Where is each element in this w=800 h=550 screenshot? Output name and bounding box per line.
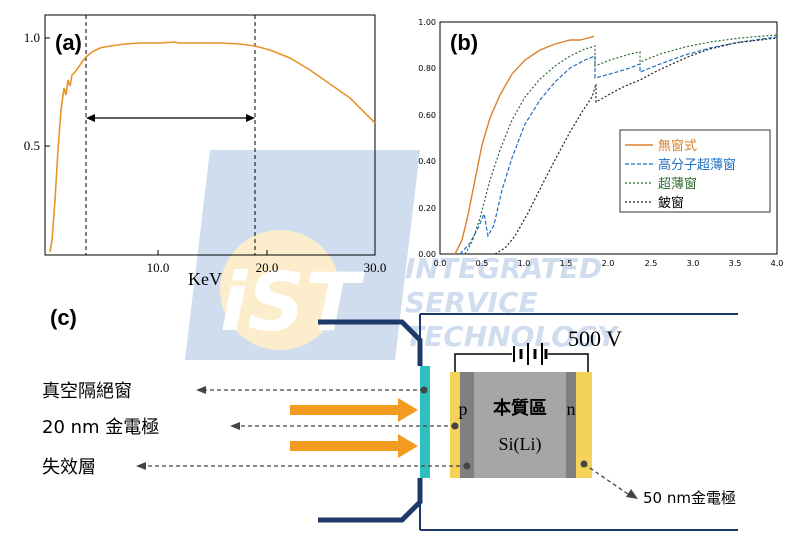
rear-electrode: [576, 372, 592, 478]
panel-b-xtick-25: 2.5: [645, 259, 658, 268]
bias-wire-left: [454, 353, 512, 372]
watermark-line-3: TECHNOLOGY: [405, 320, 620, 353]
label-vacuum-window: 真空隔絕窗: [42, 381, 132, 402]
watermark-sun-icon: [220, 230, 340, 350]
panel-b-curve-polymer-ultrathin: [459, 36, 778, 255]
label-dead-layer: 失效層: [42, 457, 96, 478]
leader-rear-electrode: [580, 460, 638, 499]
panel-b-curve-beryllium: [494, 37, 778, 255]
housing-bottom-wall: [318, 478, 423, 523]
panel-b-ytick-020: 0.20: [418, 204, 436, 213]
panel-a-ytick-label-05: 0.5: [24, 138, 40, 153]
watermark-line-1: INTEGRATED: [405, 252, 602, 285]
panel-a-frame: [44, 14, 376, 256]
p-label: p: [459, 399, 468, 419]
housing-top-wall: [318, 319, 423, 366]
bias-wire-right: [548, 353, 589, 372]
panel-b-legend: 無窗式 高分子超薄窗 超薄窗 鈹窗: [619, 129, 771, 213]
panel-a-arrowhead-left: [86, 114, 95, 122]
panel-b-xtick-35: 3.5: [729, 259, 742, 268]
panel-b-legend-box: [619, 129, 771, 213]
xray-arrow-bottom: [290, 434, 418, 458]
panel-b-frame: [439, 21, 778, 255]
n-label: n: [567, 399, 576, 419]
panel-a: (a) 1.0 0.5 10.0 20.0 30.0 KeV: [24, 14, 387, 289]
material-label: Si(Li): [499, 434, 542, 455]
panel-b-ytick-000: 0.00: [418, 250, 436, 259]
leader-vacuum-window: [196, 386, 428, 394]
panel-b-xtick-10: 1.0: [518, 259, 531, 268]
leader-dead-layer: [136, 462, 471, 470]
watermark-logo-text: iST: [220, 256, 365, 349]
panel-b-xtick-30: 3.0: [687, 259, 700, 268]
panel-a-efficiency-curve: [49, 41, 376, 253]
panel-c-label: (c): [50, 305, 77, 330]
panel-b-curve-ultrathin: [464, 34, 778, 255]
panel-a-arrowhead-right: [246, 114, 255, 122]
bias-voltage: 500 V: [568, 326, 622, 351]
panel-b-ytick-060: 0.60: [418, 111, 436, 120]
panel-a-ytick-label-1: 1.0: [24, 30, 40, 45]
dead-layer: [460, 372, 474, 478]
legend-label-beryllium: 鈹窗: [658, 195, 684, 211]
label-front-electrode: 20 nm 金電極: [42, 417, 159, 438]
xray-arrow-top: [290, 398, 418, 422]
leader-front-electrode: [230, 422, 459, 430]
panel-b-xtick-05: 0.5: [476, 259, 489, 268]
panel-b-xtick-20: 2.0: [602, 259, 615, 268]
label-rear-electrode: 50 nm金電極: [643, 489, 736, 507]
intrinsic-region-label: 本質區: [493, 397, 547, 419]
panel-b-xtick-00: 0.0: [434, 259, 447, 268]
panel-b-xtick-40: 4.0: [771, 259, 784, 268]
panel-b-ytick-080: 0.80: [418, 64, 436, 73]
legend-label-ultrathin: 超薄窗: [658, 176, 697, 192]
panel-a-xlabel: KeV: [188, 269, 222, 289]
panel-a-xtick-label-30: 30.0: [364, 260, 387, 275]
panel-c: (c) 500 V p n 本質區: [42, 305, 738, 531]
panel-b-ytick-100: 1.00: [418, 18, 436, 27]
panel-b-xtick-15: 1.5: [560, 259, 573, 268]
rear-dead-layer: [566, 372, 576, 478]
silicon-crystal: [474, 372, 566, 478]
vacuum-window: [420, 366, 430, 478]
panel-b: (b) 0.00 0.20 0.40 0.60 0.80 1.00 0.0 0.…: [418, 18, 783, 268]
panel-b-ytick-040: 0.40: [418, 157, 436, 166]
panel-a-xtick-label-10: 10.0: [147, 260, 170, 275]
legend-label-windowless: 無窗式: [658, 138, 697, 154]
panel-a-xtick-label-20: 20.0: [256, 260, 279, 275]
panel-b-label: (b): [450, 30, 478, 55]
panel-a-label: (a): [55, 30, 82, 55]
panel-b-curve-windowless: [454, 35, 595, 255]
battery-icon: [513, 343, 548, 365]
legend-label-polymer-ultrathin: 高分子超薄窗: [658, 157, 736, 173]
